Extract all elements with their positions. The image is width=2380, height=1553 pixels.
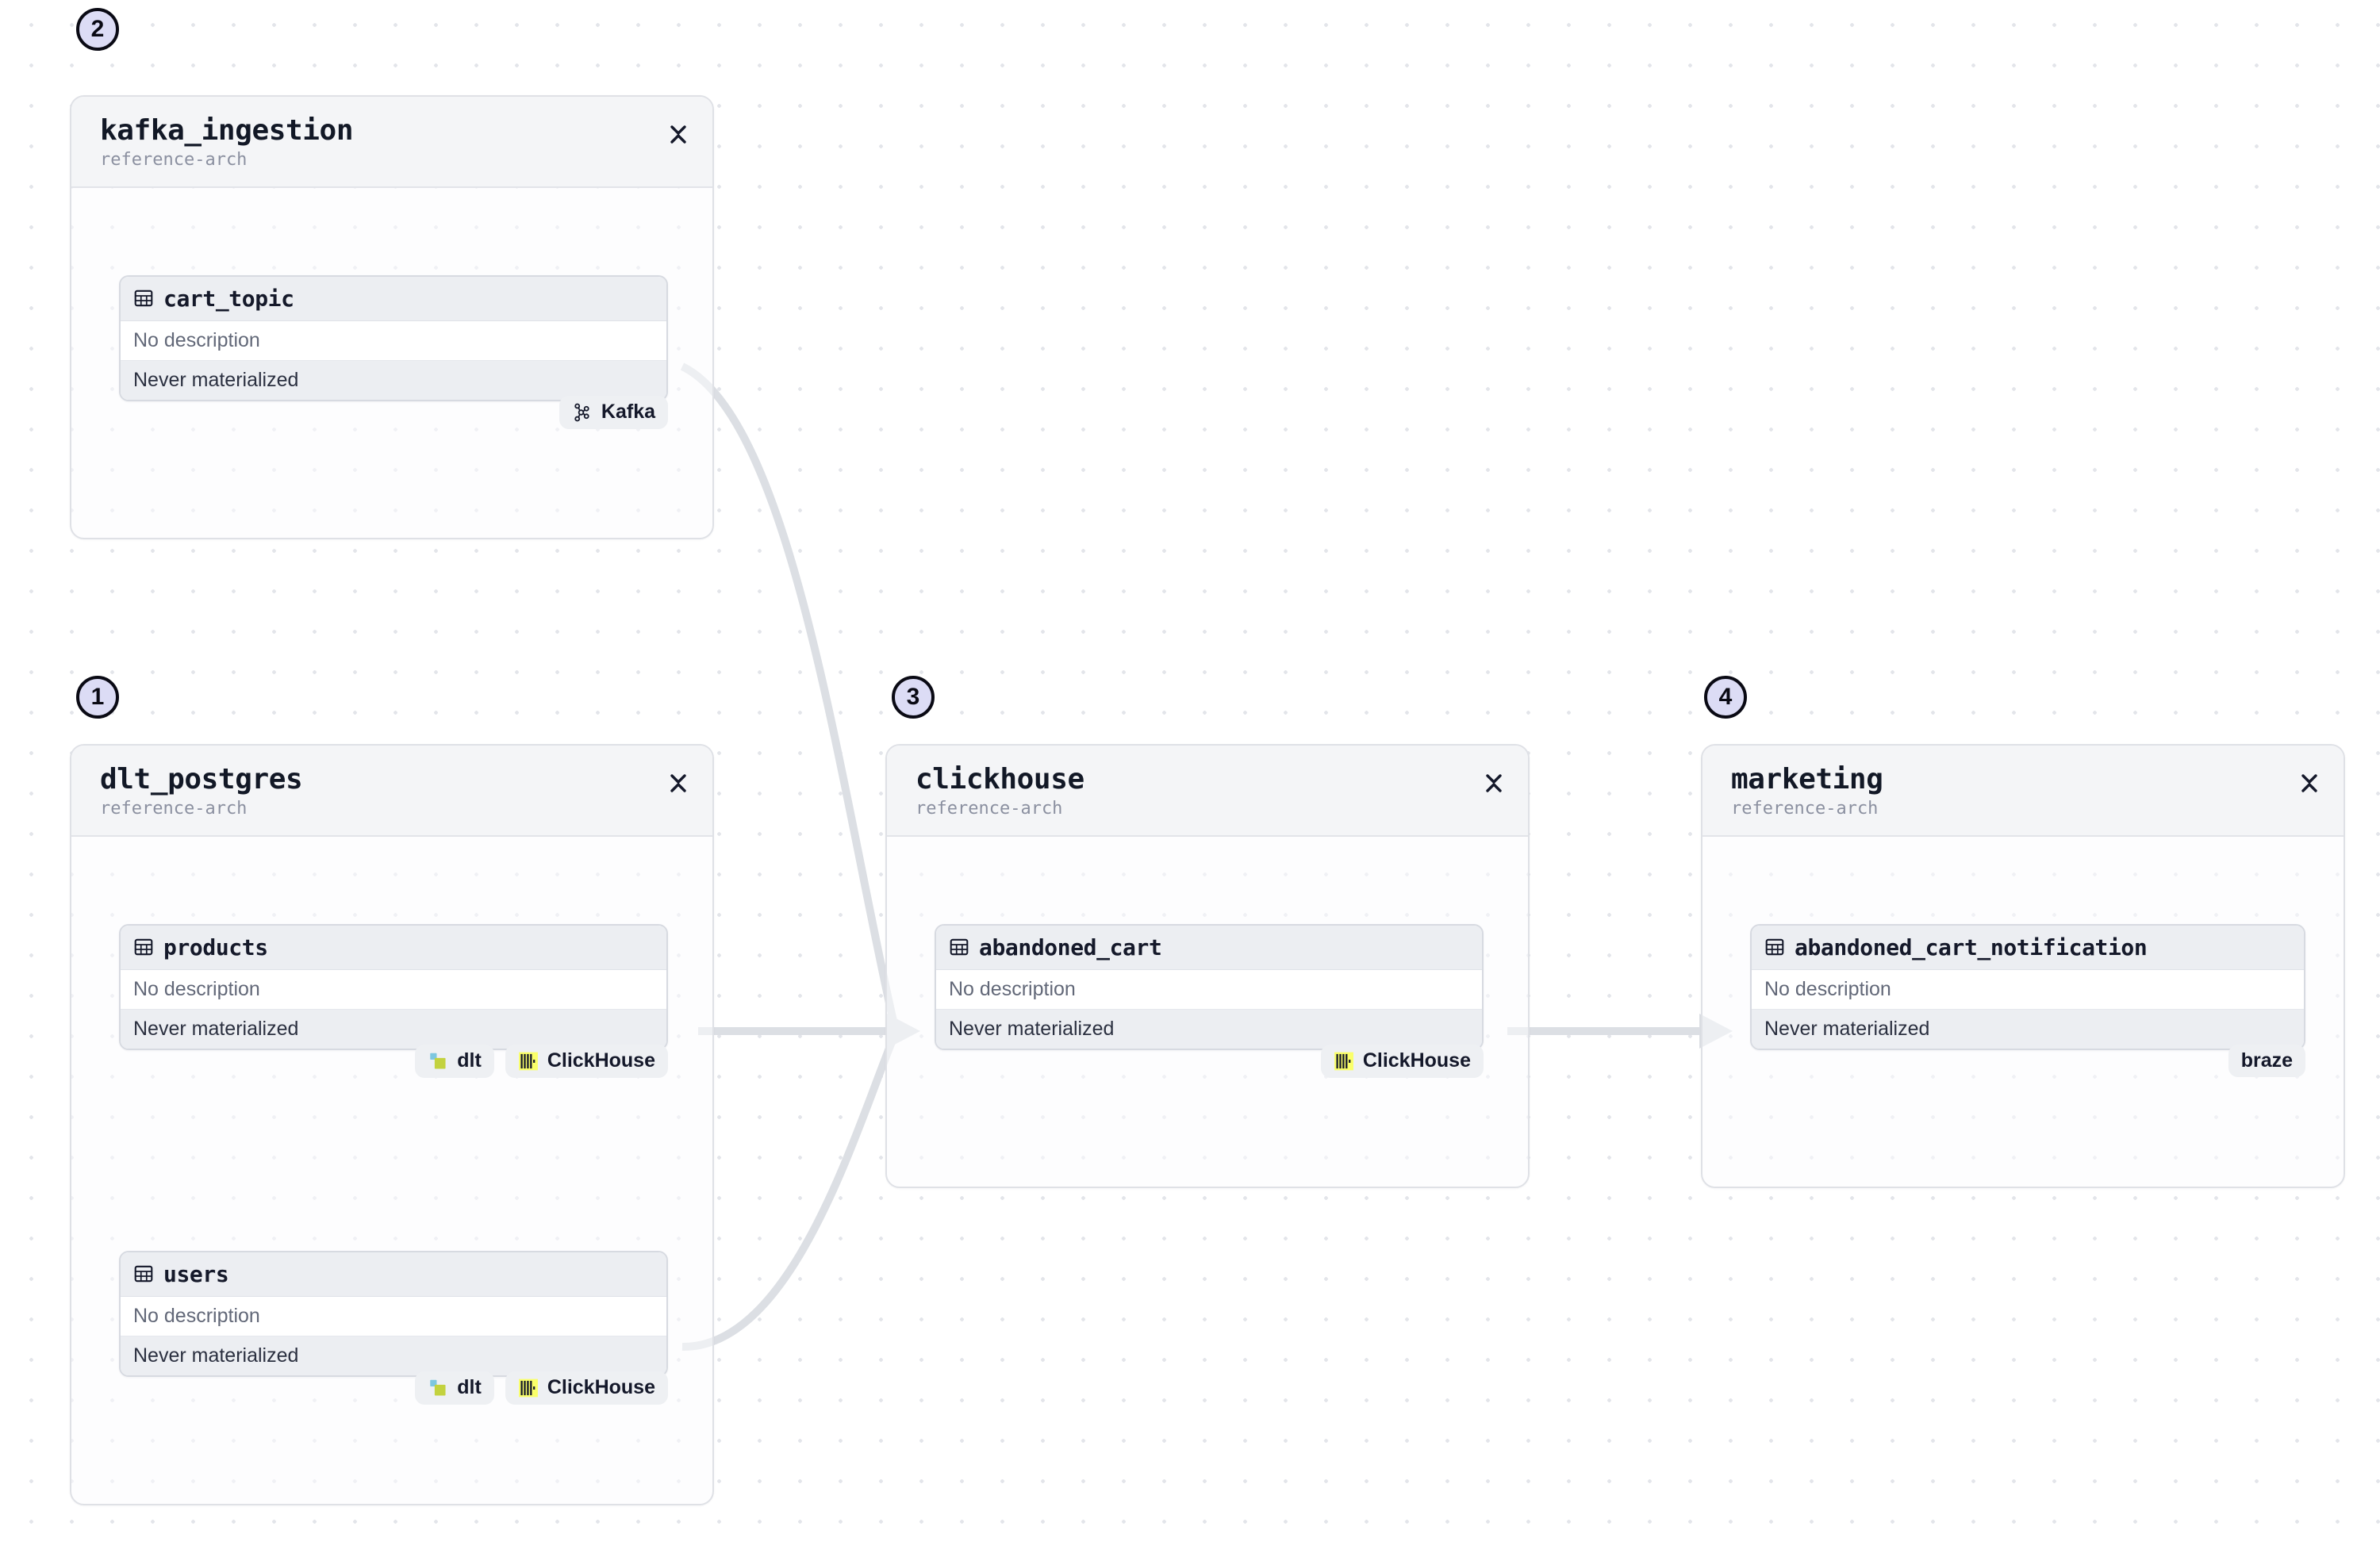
table-node-users[interactable]: users No description Never materialized	[119, 1250, 668, 1377]
badge-label: ClickHouse	[547, 1049, 655, 1072]
edge-abandoned-cart-to-notification	[1507, 1014, 1733, 1049]
node-badges: braze	[1750, 1044, 2305, 1077]
group-kafka-ingestion[interactable]: kafka_ingestion reference-arch cart_topi…	[70, 95, 714, 539]
group-subtitle: reference-arch	[1731, 799, 1879, 819]
node-status: Never materialized	[936, 1009, 1482, 1049]
group-subtitle: reference-arch	[100, 150, 248, 171]
collapse-chevrons-icon[interactable]	[668, 769, 689, 796]
group-header[interactable]: marketing reference-arch	[1702, 746, 2344, 837]
group-title: clickhouse	[916, 763, 1084, 796]
step-badge: 3	[892, 676, 935, 719]
collapse-chevrons-icon[interactable]	[2299, 769, 2320, 796]
collapse-chevrons-icon[interactable]	[1484, 769, 1504, 796]
collapse-chevrons-icon[interactable]	[668, 121, 689, 148]
table-icon	[134, 290, 153, 307]
node-badges: Kafka	[119, 395, 668, 429]
step-badge: 2	[76, 8, 119, 51]
table-icon	[1765, 938, 1784, 956]
node-header: cart_topic	[121, 276, 666, 321]
node-name: products	[163, 934, 268, 961]
group-header[interactable]: clickhouse reference-arch	[887, 746, 1528, 837]
table-icon	[134, 938, 153, 956]
group-title: kafka_ingestion	[100, 114, 354, 147]
node-name: abandoned_cart_notification	[1795, 934, 2148, 961]
group-body: abandoned_cart_notification No descripti…	[1702, 837, 2344, 1165]
node-badges: dlt ClickHouse	[119, 1371, 668, 1405]
badge-dlt[interactable]: dlt	[415, 1371, 494, 1405]
node-header: abandoned_cart_notification	[1752, 925, 2304, 970]
node-name: users	[163, 1260, 229, 1287]
badge-label: dlt	[457, 1376, 482, 1399]
group-marketing[interactable]: marketing reference-arch abandoned_cart_…	[1701, 744, 2345, 1188]
badge-label: Kafka	[601, 401, 655, 424]
node-header: users	[121, 1252, 666, 1297]
node-description: No description	[121, 969, 666, 1010]
table-node-abandoned-cart[interactable]: abandoned_cart No description Never mate…	[935, 923, 1484, 1050]
group-dlt-postgres[interactable]: dlt_postgres reference-arch products No …	[70, 744, 714, 1505]
edge-users-to-abandoned-cart	[681, 1033, 899, 1352]
group-clickhouse[interactable]: clickhouse reference-arch abandoned_cart…	[885, 744, 1530, 1188]
group-title: marketing	[1731, 763, 1883, 796]
clickhouse-logo-icon	[518, 1052, 538, 1071]
dlt-logo-icon	[430, 1053, 446, 1069]
clickhouse-logo-icon	[1334, 1052, 1353, 1071]
badge-label: ClickHouse	[547, 1376, 655, 1399]
node-description: No description	[936, 969, 1482, 1010]
table-icon	[950, 938, 969, 956]
table-node-products[interactable]: products No description Never materializ…	[119, 923, 668, 1050]
group-header[interactable]: dlt_postgres reference-arch	[71, 746, 712, 837]
node-status: Never materialized	[121, 1336, 666, 1375]
node-header: products	[121, 925, 666, 970]
node-header: abandoned_cart	[936, 925, 1482, 970]
group-subtitle: reference-arch	[100, 799, 248, 819]
group-header[interactable]: kafka_ingestion reference-arch	[71, 97, 712, 188]
badge-kafka[interactable]: Kafka	[559, 395, 668, 429]
badge-clickhouse[interactable]: ClickHouse	[1320, 1044, 1484, 1078]
group-title: dlt_postgres	[100, 763, 303, 796]
node-description: No description	[121, 1296, 666, 1336]
badge-label: braze	[2240, 1049, 2293, 1072]
group-body: cart_topic No description Never material…	[71, 188, 712, 516]
step-badge: 4	[1704, 676, 1747, 719]
node-badges: dlt ClickHouse	[119, 1044, 668, 1078]
node-badges: ClickHouse	[935, 1044, 1484, 1078]
kafka-logo-icon	[574, 403, 589, 422]
node-status: Never materialized	[121, 1009, 666, 1049]
badge-label: dlt	[457, 1049, 482, 1072]
table-node-abandoned-cart-notification[interactable]: abandoned_cart_notification No descripti…	[1750, 923, 2305, 1050]
node-name: cart_topic	[163, 285, 294, 312]
table-icon	[134, 1265, 153, 1283]
edge-cart-topic-to-abandoned-cart	[680, 362, 899, 1030]
node-status: Never materialized	[121, 360, 666, 400]
step-badge: 1	[76, 676, 119, 719]
dlt-logo-icon	[430, 1379, 446, 1396]
group-subtitle: reference-arch	[916, 799, 1063, 819]
badge-label: ClickHouse	[1362, 1049, 1471, 1072]
node-description: No description	[121, 320, 666, 361]
group-body: products No description Never materializ…	[71, 837, 712, 1482]
node-status: Never materialized	[1752, 1009, 2304, 1049]
badge-braze[interactable]: braze	[2228, 1044, 2305, 1077]
group-body: abandoned_cart No description Never mate…	[887, 837, 1528, 1165]
clickhouse-logo-icon	[518, 1379, 538, 1398]
table-node-cart-topic[interactable]: cart_topic No description Never material…	[119, 274, 668, 401]
node-name: abandoned_cart	[979, 934, 1162, 961]
node-description: No description	[1752, 969, 2304, 1010]
badge-clickhouse[interactable]: ClickHouse	[505, 1371, 668, 1405]
badge-clickhouse[interactable]: ClickHouse	[505, 1044, 668, 1078]
badge-dlt[interactable]: dlt	[415, 1044, 494, 1078]
